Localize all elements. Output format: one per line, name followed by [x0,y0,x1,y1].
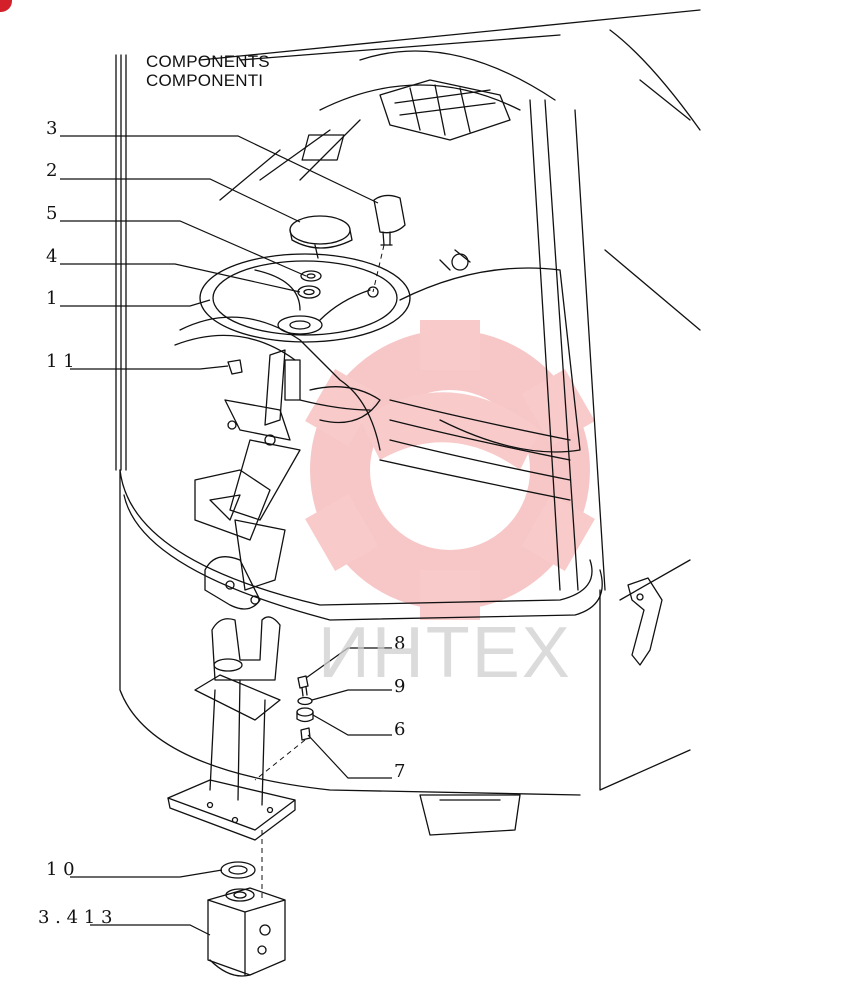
callout-9: 9 [394,676,406,697]
cab-outline [119,9,701,796]
dashboard-panel [301,79,511,161]
part-9-washer [297,696,313,706]
part-10-ring [220,861,256,879]
part-3-knob [373,194,406,246]
part-3-413-steering-unit [207,887,286,977]
watermark-gear [305,320,595,620]
callout-4: 4 [46,246,58,267]
title-line-2: COMPONENTI [146,71,264,90]
control-levers [174,316,381,451]
door-handle [627,577,663,666]
callout-3-413: 3 . 4 1 3 [38,907,113,928]
callout-6: 6 [394,719,406,740]
part-4-5-washers [297,270,322,299]
callout-8: 8 [394,633,406,654]
part-6-nut [296,707,314,723]
part-7-pin [300,727,311,741]
steering-column [194,349,301,610]
callout-7: 7 [394,761,406,782]
callout-3: 3 [46,118,58,139]
seat [379,249,581,501]
frame-pillar-left [115,54,127,471]
part-11-clip [227,359,243,375]
part-1-steering-wheel [199,253,411,343]
callout-5: 5 [46,203,58,224]
leader-lines [60,135,392,936]
callout-11: 1 1 [46,351,75,372]
callout-1: 1 [46,288,58,309]
step [419,794,521,836]
part-8-bolt [297,675,309,697]
column-stand [167,616,296,841]
assembly-axis-lines [254,244,385,900]
part-2-cap [289,215,353,259]
callout-2: 2 [46,160,58,181]
title-line-1: COMPONENTS [146,52,270,71]
watermark-text: ИНТЕХ [318,613,572,693]
callout-10: 1 0 [46,859,75,880]
